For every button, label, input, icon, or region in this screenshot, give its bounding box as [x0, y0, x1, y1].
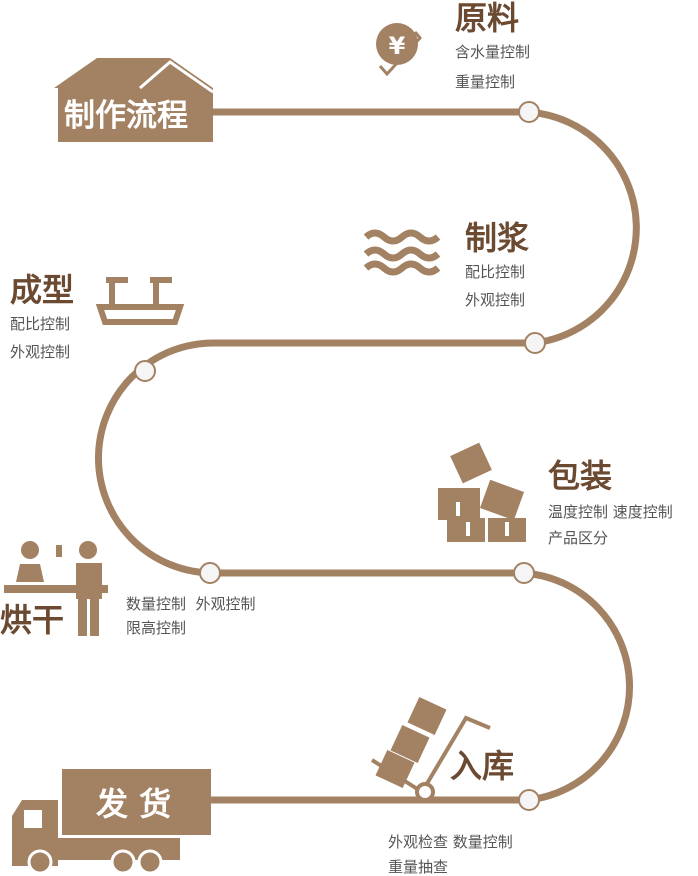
step-detail: 重量抽查 [388, 858, 449, 876]
step-detail: 含水量控制 [455, 43, 531, 61]
yen-hand-icon: ¥ [376, 23, 422, 77]
step-detail: 数量控制 外观控制 [126, 595, 256, 613]
step-detail: 外观控制 [465, 291, 526, 309]
step-title-hongan: 烘干 [0, 601, 65, 639]
step-title-zhijiang: 制浆 [465, 219, 530, 257]
hand-truck-icon [370, 696, 491, 802]
boxes-icon [438, 442, 526, 542]
step-detail: 重量控制 [455, 73, 516, 91]
node-chengxing [134, 360, 156, 382]
truck-icon [12, 769, 211, 875]
node-baozhuang [513, 562, 535, 584]
waves-icon [363, 229, 441, 276]
step-detail: 温度控制 速度控制 [548, 503, 673, 521]
step-detail: 外观检查 数量控制 [388, 833, 513, 851]
step-title-chengxing: 成型 [10, 271, 75, 309]
header-title: 制作流程 [64, 98, 188, 134]
node-ruku [518, 789, 540, 811]
people-counter-icon [4, 541, 108, 636]
node-hongan [199, 562, 221, 584]
svg-text:¥: ¥ [389, 32, 406, 60]
step-title-baozhuang: 包装 [548, 457, 613, 495]
step-detail: 配比控制 [465, 263, 526, 281]
step-detail: 限高控制 [126, 619, 187, 637]
node-yuanliao [518, 101, 540, 123]
step-title-ruku: 入库 [450, 747, 515, 785]
mold-tray-icon [95, 277, 185, 325]
step-title-yuanliao: 原料 [455, 0, 520, 37]
step-title-fahuo: 发 货 [96, 785, 172, 823]
step-detail: 配比控制 [10, 315, 71, 333]
step-detail: 外观控制 [10, 343, 71, 361]
node-zhijiang [524, 332, 546, 354]
house-icon [54, 58, 214, 142]
flow-path [95, 108, 640, 804]
step-detail: 产品区分 [548, 529, 609, 547]
